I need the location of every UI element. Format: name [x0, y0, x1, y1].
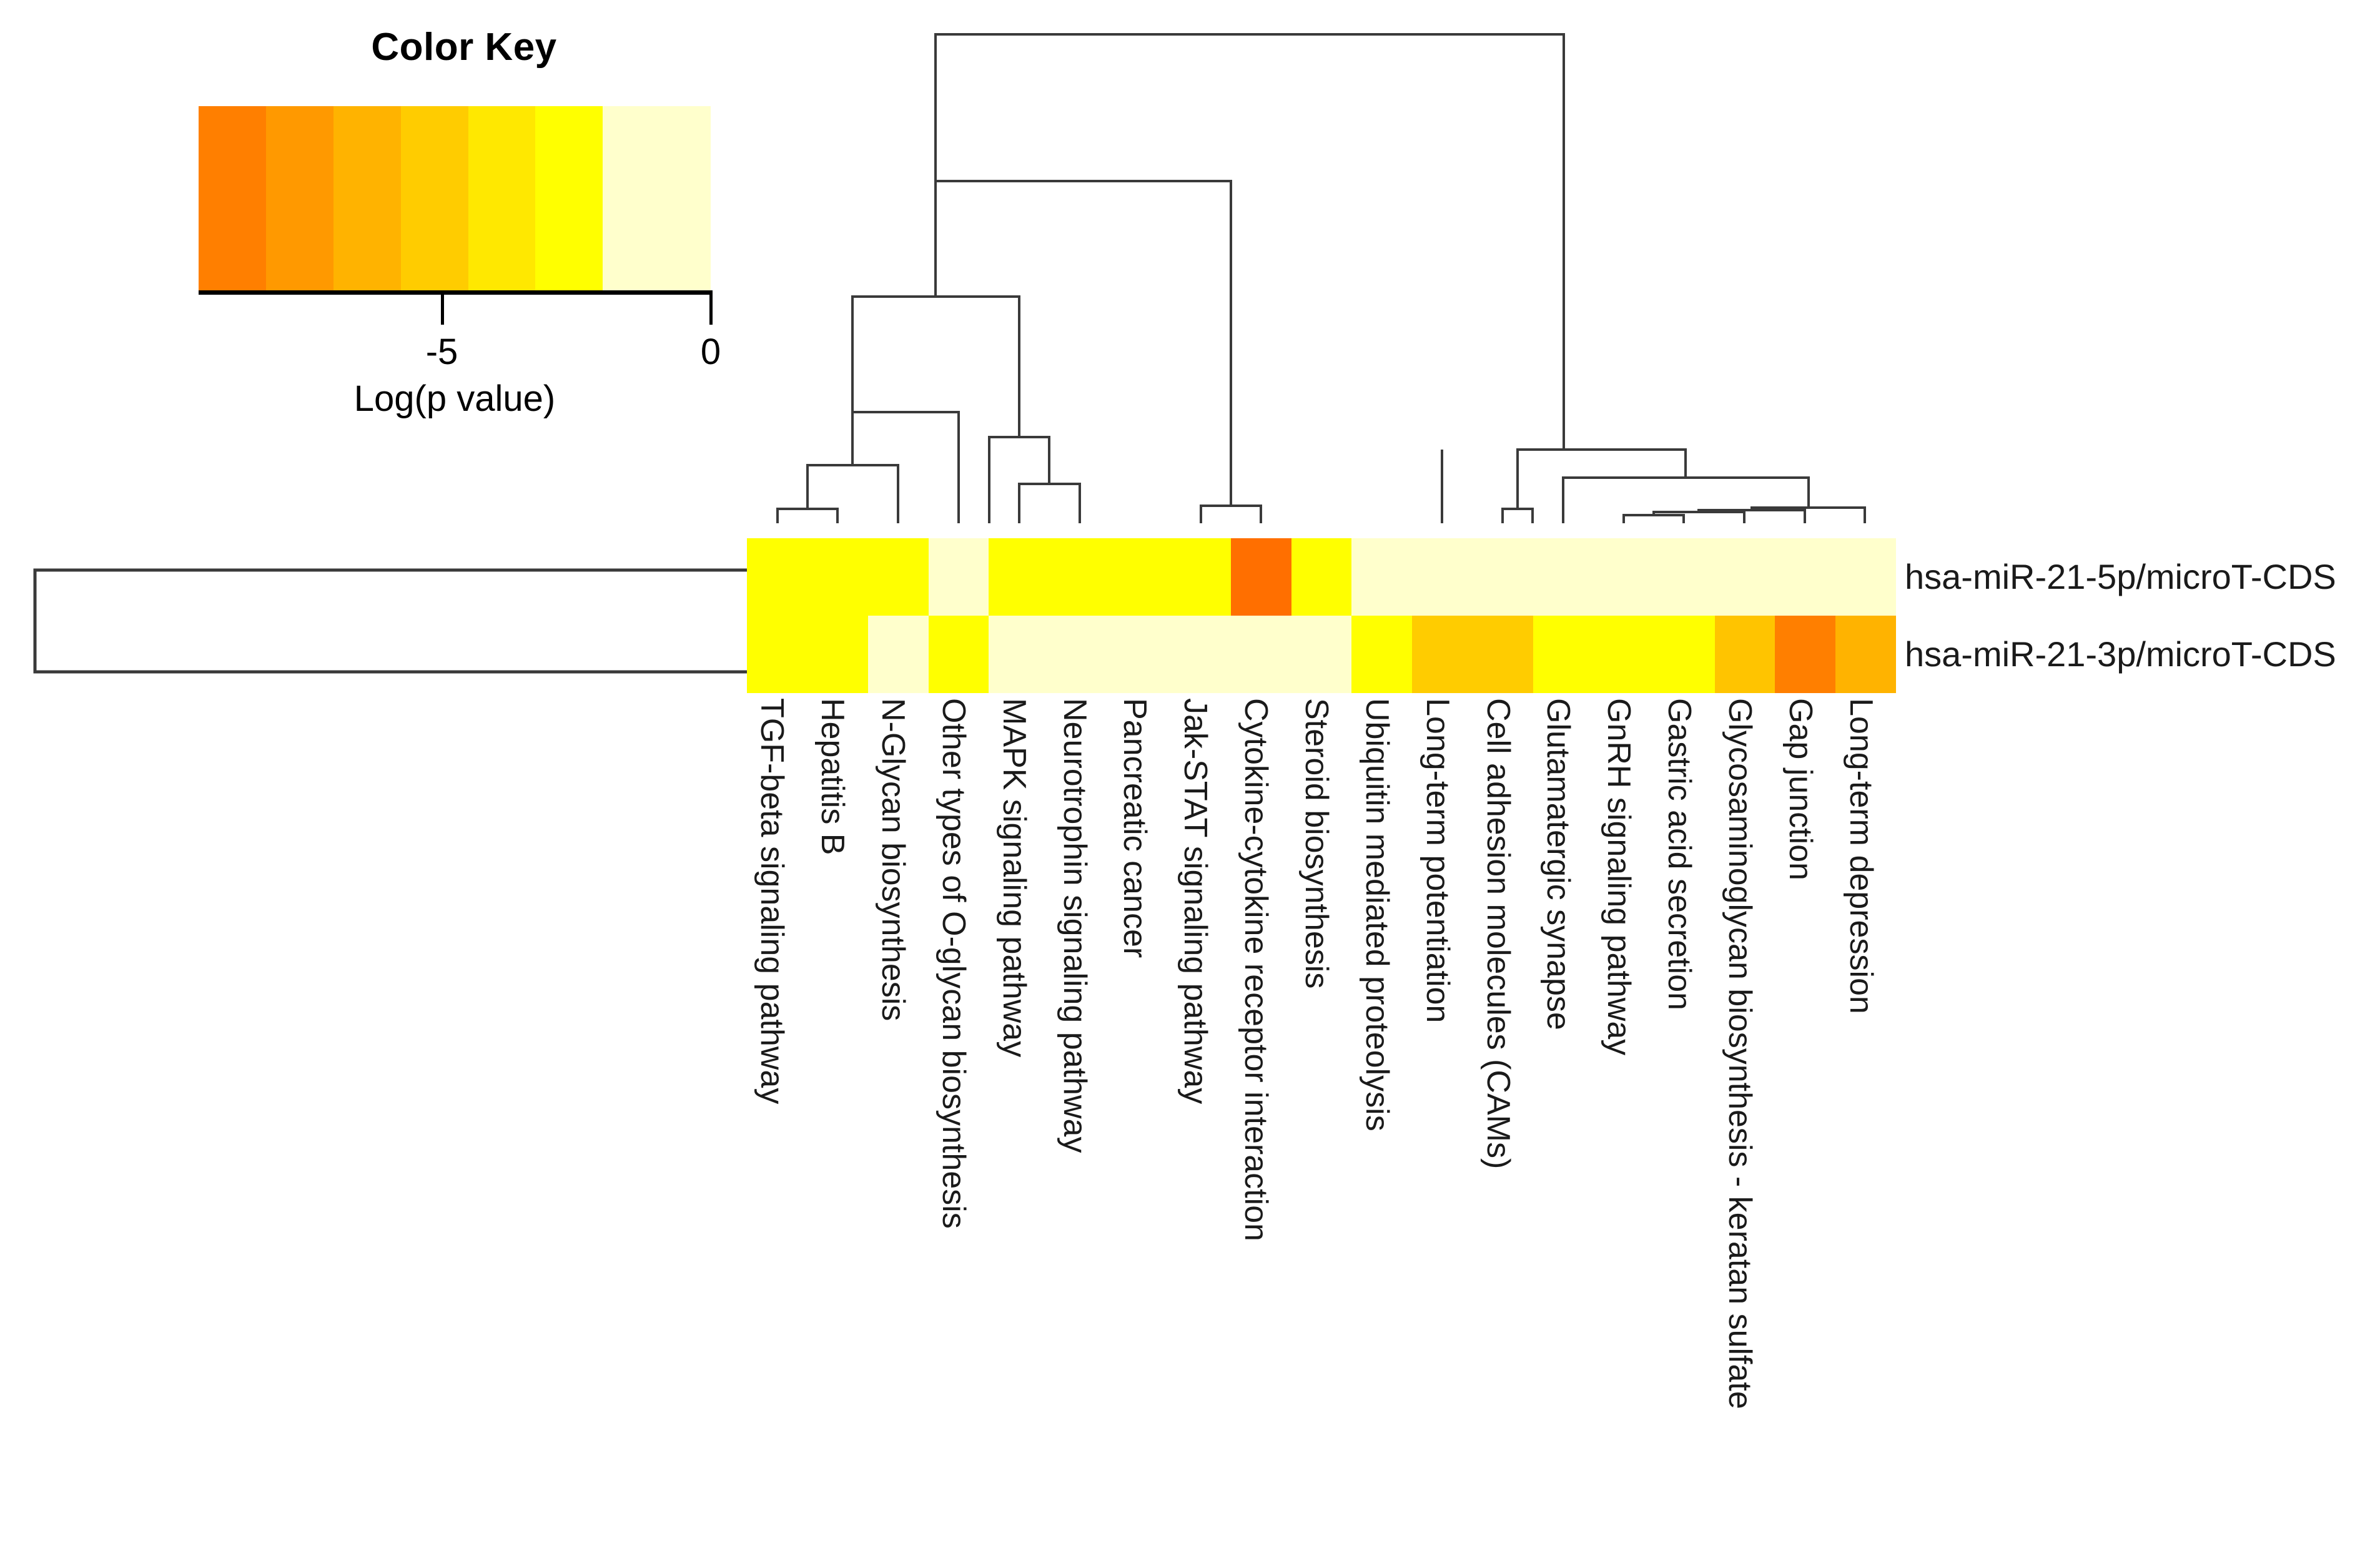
- heatmap-cell: [1654, 616, 1715, 693]
- heatmap-cell: [1351, 616, 1413, 693]
- heatmap-cell: [989, 538, 1050, 616]
- column-label: Hepatitis B: [814, 698, 851, 855]
- color-key-tick: [709, 290, 713, 325]
- column-label: Cytokine-cytokine receptor interaction: [1238, 698, 1275, 1241]
- column-label: Other types of O-glycan biosynthesis: [935, 698, 972, 1229]
- heatmap-cell: [1291, 538, 1352, 616]
- heatmap-cell: [1533, 538, 1594, 616]
- row-label: hsa-miR-21-5p/microT-CDS: [1905, 557, 2336, 596]
- column-label: Long-term depression: [1842, 698, 1879, 1014]
- color-key-title: Color Key: [371, 26, 557, 69]
- color-key-tick-label: -5: [425, 332, 458, 372]
- heatmap-cell: [1170, 538, 1231, 616]
- column-dendrogram: [776, 33, 1866, 523]
- heatmap-cell: [1473, 616, 1533, 693]
- column-label: Jak-STAT signaling pathway: [1177, 698, 1214, 1105]
- color-key-gradient-bar: [199, 106, 711, 290]
- color-key-tick: [440, 290, 444, 325]
- heatmap-cell: [1110, 616, 1170, 693]
- heatmap-cell: [1291, 616, 1352, 693]
- column-label: Glycosaminoglycan biosynthesis - keratan…: [1721, 698, 1758, 1409]
- heatmap-cell: [1775, 538, 1836, 616]
- heatmap-cell: [1533, 616, 1594, 693]
- color-key-tick-label: 0: [700, 332, 721, 372]
- column-label: Gap junction: [1782, 698, 1819, 880]
- heatmap-row: [747, 538, 1897, 616]
- heatmap-cell: [1351, 538, 1413, 616]
- heatmap-cell: [867, 538, 929, 616]
- heatmap-cell: [807, 538, 868, 616]
- heatmap-cell: [928, 538, 989, 616]
- heatmap-cell: [1593, 616, 1654, 693]
- color-key-swatch: [199, 106, 266, 290]
- color-key-axis-line: [199, 290, 711, 295]
- heatmap-cell: [1049, 538, 1110, 616]
- column-label: Ubiquitin mediated proteolysis: [1358, 698, 1395, 1131]
- column-label: Cell adhesion molecules (CAMs): [1479, 698, 1516, 1169]
- column-label: N-Glycan biosynthesis: [875, 698, 912, 1022]
- heatmap-cell: [747, 538, 807, 616]
- heatmap-cell: [1230, 616, 1291, 693]
- heatmap-cell: [867, 616, 929, 693]
- heatmap-cell: [989, 616, 1050, 693]
- heatmap-cell: [1412, 616, 1473, 693]
- color-key-swatch: [333, 106, 401, 290]
- heatmap-cell: [1654, 538, 1715, 616]
- color-key-axis-label: Log(p value): [353, 378, 556, 419]
- color-key-swatch: [535, 106, 603, 290]
- heatmap-cell: [807, 616, 868, 693]
- heatmap-cell: [1110, 538, 1170, 616]
- heatmap-cell: [1835, 616, 1897, 693]
- heatmap-cell: [1473, 538, 1533, 616]
- column-label: GnRH signaling pathway: [1601, 698, 1637, 1056]
- color-key-swatch: [603, 106, 711, 290]
- column-label: Steroid biosynthesis: [1298, 698, 1335, 989]
- color-key: Color Key -5 0 Log(p value): [199, 25, 729, 437]
- heatmap-cell: [1714, 616, 1775, 693]
- column-label: Long-term potentiation: [1419, 698, 1456, 1023]
- heatmap-cell: [1230, 538, 1291, 616]
- column-label: Gastric acid secretion: [1661, 698, 1698, 1010]
- heatmap-cell: [1049, 616, 1110, 693]
- heatmap-cell: [928, 616, 989, 693]
- color-key-swatch: [468, 106, 536, 290]
- heatmap-cell: [1593, 538, 1654, 616]
- row-dendrogram: [33, 568, 747, 674]
- color-key-swatch: [400, 106, 468, 290]
- column-label: Pancreatic cancer: [1117, 698, 1153, 958]
- column-label: Neurotrophin signaling pathway: [1056, 698, 1093, 1153]
- heatmap-cell: [1170, 616, 1231, 693]
- color-key-swatch: [265, 106, 333, 290]
- column-label: Glutamatergic synapse: [1540, 698, 1577, 1030]
- heatmap-row: [747, 616, 1897, 693]
- heatmap-cell: [1835, 538, 1897, 616]
- heatmap-cell: [747, 616, 807, 693]
- row-label: hsa-miR-21-3p/microT-CDS: [1905, 634, 2336, 674]
- heatmap-cell: [1714, 538, 1775, 616]
- column-label: TGF-beta signaling pathway: [754, 698, 791, 1105]
- row-label-group: hsa-miR-21-5p/microT-CDS hsa-miR-21-3p/mi…: [1905, 538, 2379, 693]
- column-label-group: TGF-beta signaling pathway Hepatitis B N-G…: [747, 698, 1896, 1447]
- heatmap-grid: [747, 538, 1897, 693]
- heatmap-cell: [1775, 616, 1836, 693]
- column-label: MAPK signaling pathway: [995, 698, 1032, 1058]
- heatmap-cell: [1412, 538, 1473, 616]
